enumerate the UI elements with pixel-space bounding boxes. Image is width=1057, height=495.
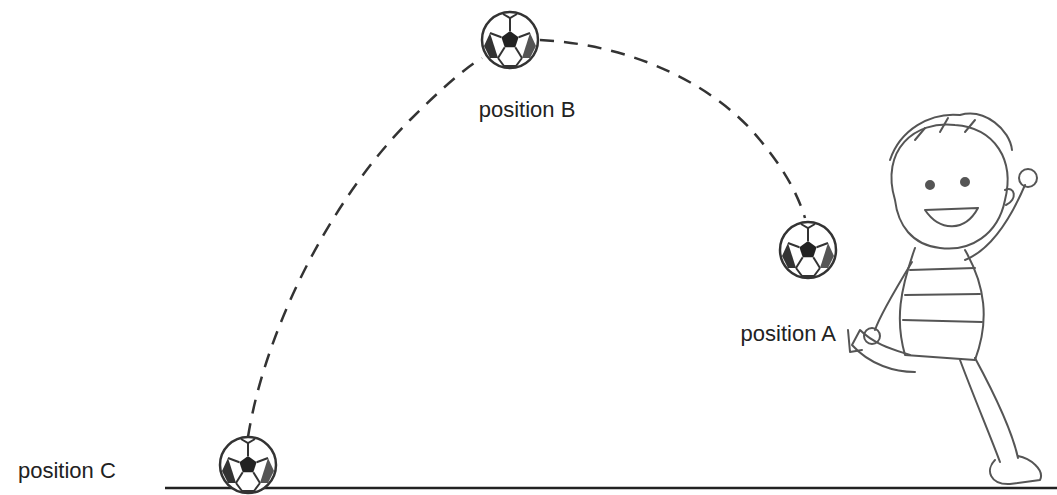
position-label: position A: [739, 322, 838, 346]
position-label: position C: [16, 459, 118, 483]
position-label: position B: [477, 98, 578, 122]
boy-figure: [848, 114, 1041, 484]
ball: [482, 12, 538, 68]
trajectory: [540, 40, 805, 218]
ball: [220, 437, 276, 493]
trajectory: [248, 58, 482, 437]
ball: [780, 222, 836, 278]
ground-line: [165, 487, 1057, 490]
